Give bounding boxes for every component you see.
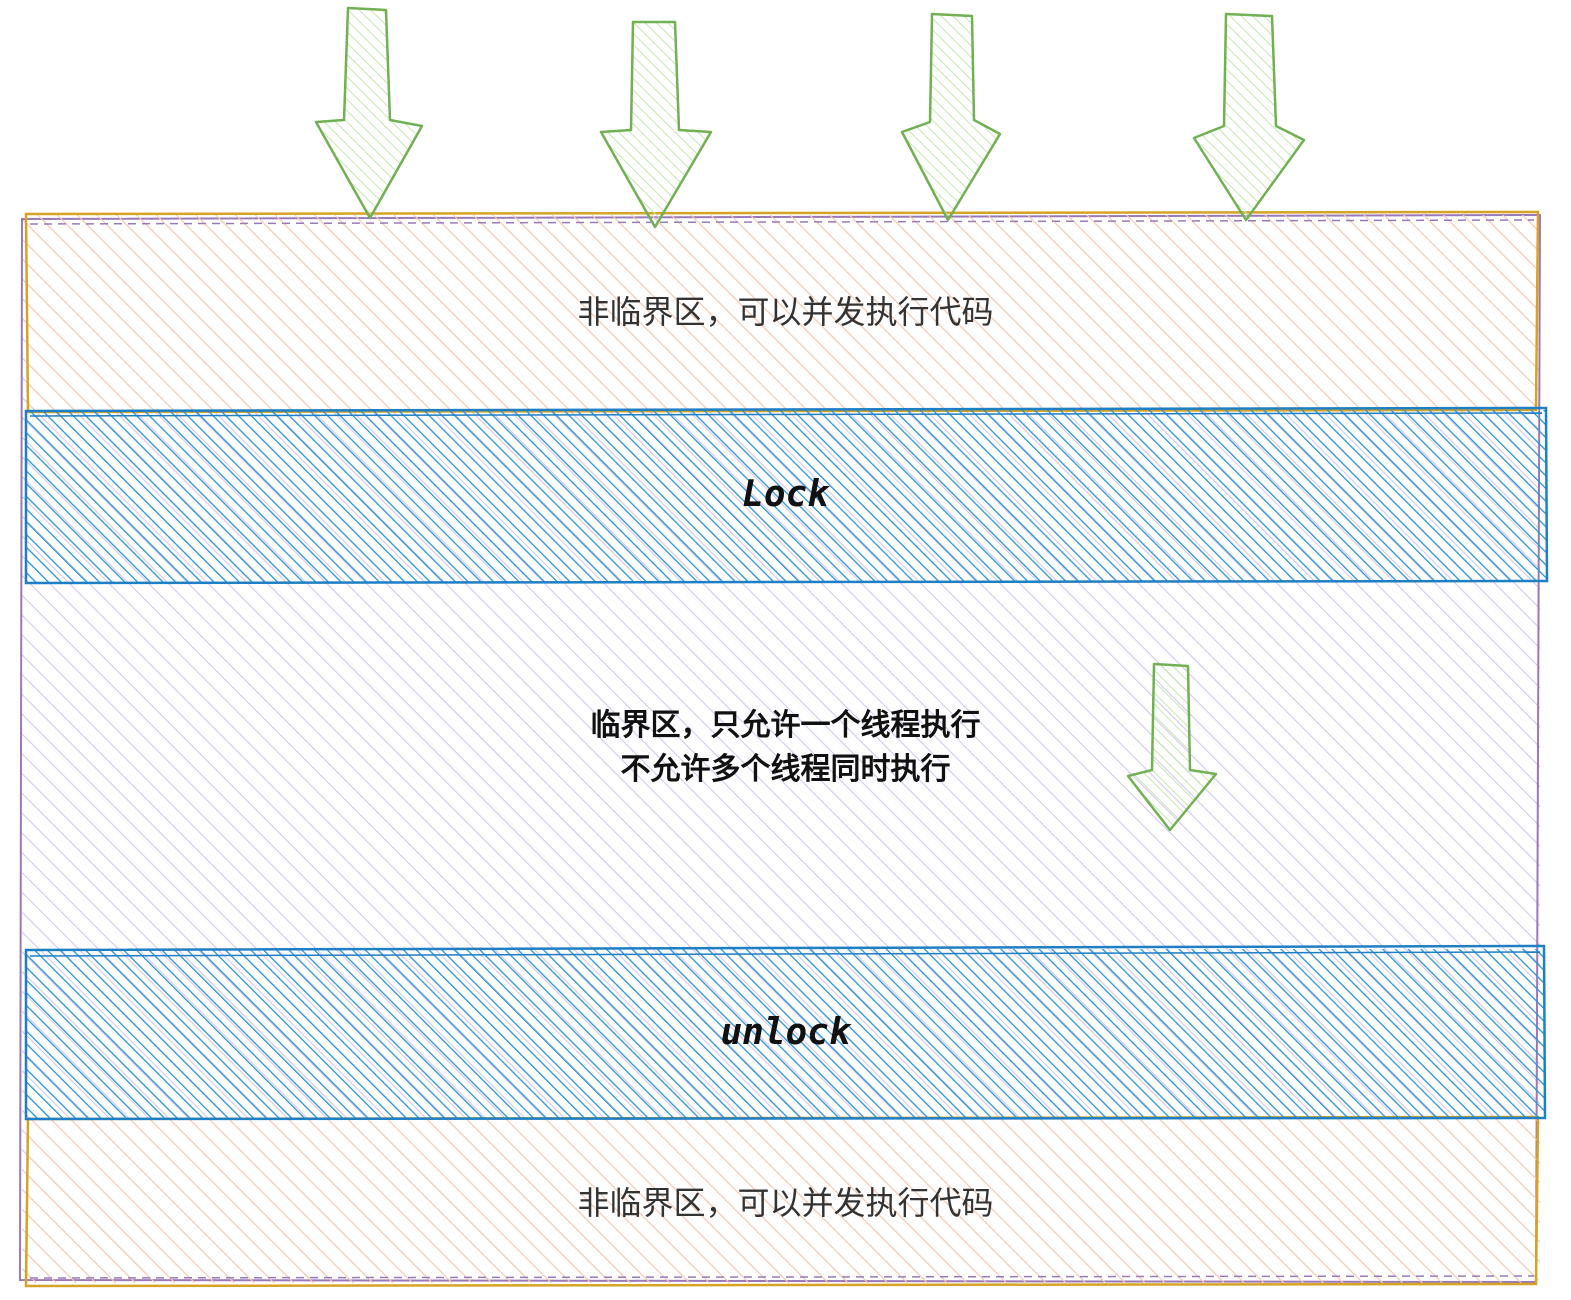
unlock-label: unlock — [720, 1012, 851, 1053]
arrow-down-icon — [1192, 12, 1306, 222]
arrow-down-icon — [314, 6, 424, 220]
arrow-down-icon — [599, 20, 713, 229]
lock-band — [24, 406, 1549, 585]
lock-label: Lock — [742, 474, 829, 515]
bottom-non-critical-label: 非临界区，可以并发执行代码 — [577, 1184, 994, 1222]
unlock-band — [24, 944, 1547, 1121]
top-non-critical-region — [24, 210, 1540, 414]
top-non-critical-label: 非临界区，可以并发执行代码 — [577, 293, 994, 331]
arrow-down-icon — [1126, 662, 1218, 832]
arrow-down-icon — [900, 12, 1002, 222]
critical-section-label-line2: 不允许多个线程同时执行 — [620, 752, 951, 787]
bottom-non-critical-region — [24, 1115, 1540, 1288]
critical-section-label-line1: 临界区，只允许一个线程执行 — [590, 708, 981, 743]
